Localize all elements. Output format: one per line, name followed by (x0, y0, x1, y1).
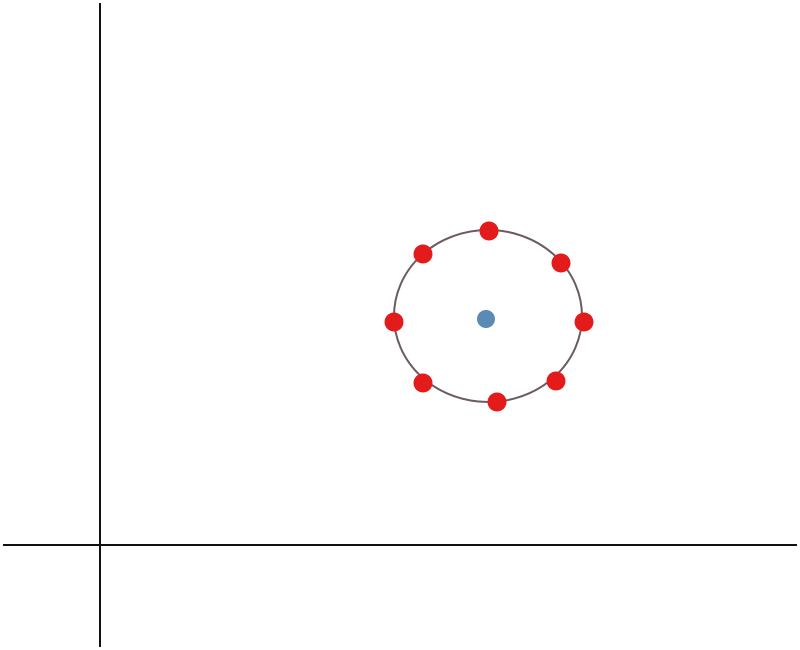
ring-point (413, 373, 433, 393)
ring-point (479, 221, 499, 241)
ring-point (384, 312, 404, 332)
ring-point (546, 371, 566, 391)
center-point (477, 310, 495, 328)
ring-point (487, 392, 507, 412)
ring-point (574, 312, 594, 332)
ring-point (413, 244, 433, 264)
ring-points (384, 221, 594, 412)
ring-point (551, 253, 571, 273)
